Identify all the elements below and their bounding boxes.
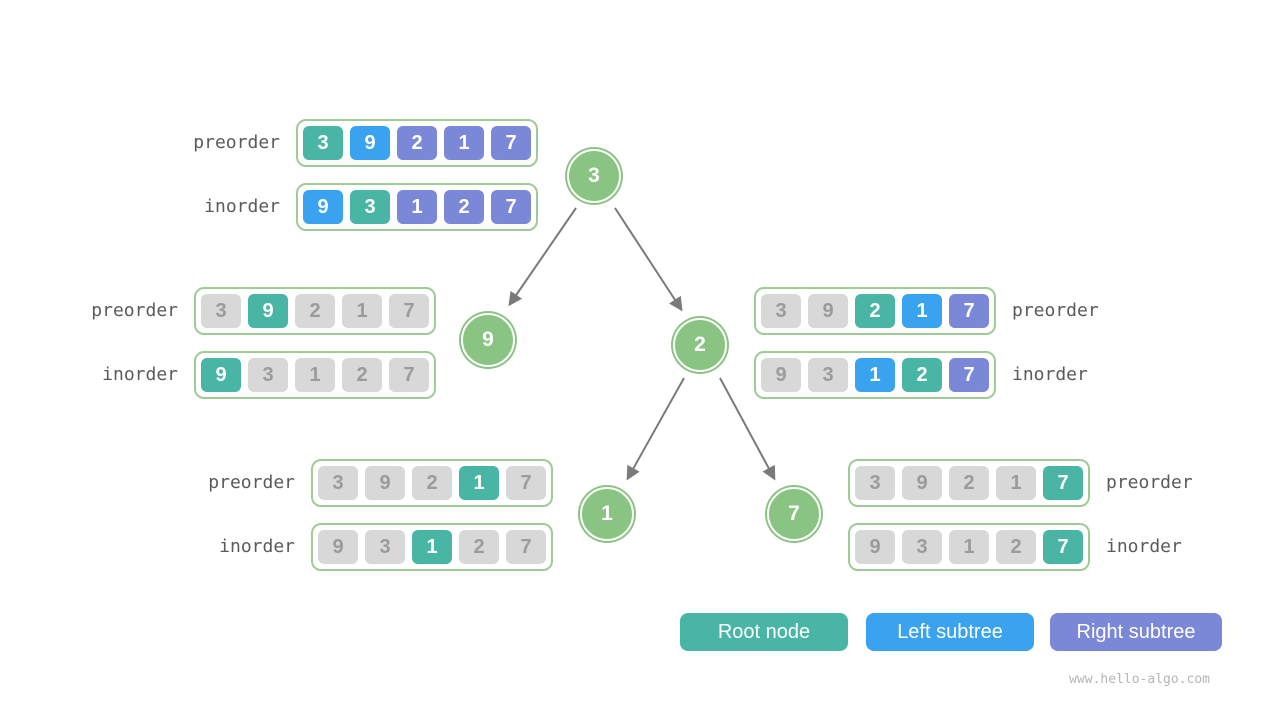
array-cell: 7 [1043,466,1083,500]
array-cell: 7 [389,294,429,328]
tree-node-3: 3 [567,149,621,203]
array-group-node7-inorder: 9 3 1 2 7 inorder [848,523,1182,571]
array-cell: 1 [397,190,437,224]
inorder-label: inorder [219,536,295,557]
array-cell: 7 [949,294,989,328]
array-cell: 1 [855,358,895,392]
inorder-array-node2: 9 3 1 2 7 [754,351,996,399]
array-cell: 2 [397,126,437,160]
array-cell: 9 [350,126,390,160]
preorder-label: preorder [1012,300,1099,321]
array-cell: 1 [342,294,382,328]
tree-node-1: 1 [580,487,634,541]
array-cell: 7 [1043,530,1083,564]
array-cell: 1 [412,530,452,564]
array-cell: 7 [491,190,531,224]
array-cell: 3 [808,358,848,392]
array-cell: 2 [949,466,989,500]
array-group-node1-preorder: preorder 3 9 2 1 7 [185,459,553,507]
preorder-label: preorder [193,132,280,153]
array-cell: 9 [201,358,241,392]
array-cell: 1 [295,358,335,392]
preorder-label: preorder [1106,472,1193,493]
array-cell: 9 [318,530,358,564]
array-cell: 3 [303,126,343,160]
array-cell: 9 [902,466,942,500]
array-cell: 9 [365,466,405,500]
inorder-label: inorder [1106,536,1182,557]
watermark: www.hello-algo.com [1069,672,1210,687]
array-cell: 9 [855,530,895,564]
array-cell: 3 [248,358,288,392]
array-cell: 3 [902,530,942,564]
array-cell: 1 [459,466,499,500]
array-cell: 3 [350,190,390,224]
array-cell: 7 [506,530,546,564]
preorder-label: preorder [91,300,178,321]
array-cell: 7 [389,358,429,392]
preorder-array-node2: 3 9 2 1 7 [754,287,996,335]
array-cell: 2 [295,294,335,328]
array-group-node7-preorder: 3 9 2 1 7 preorder [848,459,1193,507]
array-cell: 3 [201,294,241,328]
array-cell: 3 [365,530,405,564]
inorder-label: inorder [204,196,280,217]
preorder-array-node7: 3 9 2 1 7 [848,459,1090,507]
array-cell: 1 [444,126,484,160]
legend-left-subtree: Left subtree [866,613,1034,651]
tree-node-9: 9 [461,313,515,367]
array-cell: 9 [808,294,848,328]
tree-node-7: 7 [767,487,821,541]
inorder-array-node1: 9 3 1 2 7 [311,523,553,571]
array-cell: 1 [902,294,942,328]
array-cell: 2 [459,530,499,564]
array-cell: 9 [303,190,343,224]
array-cell: 2 [412,466,452,500]
array-group-node1-inorder: inorder 9 3 1 2 7 [185,523,553,571]
legend-root-node: Root node [680,613,848,651]
array-cell: 1 [949,530,989,564]
inorder-array-node7: 9 3 1 2 7 [848,523,1090,571]
array-cell: 2 [855,294,895,328]
array-cell: 3 [855,466,895,500]
preorder-array-root: 3 9 2 1 7 [296,119,538,167]
array-cell: 2 [996,530,1036,564]
preorder-array-node9: 3 9 2 1 7 [194,287,436,335]
tree-node-2: 2 [673,318,727,372]
array-cell: 2 [902,358,942,392]
array-cell: 9 [761,358,801,392]
array-cell: 9 [248,294,288,328]
array-cell: 3 [761,294,801,328]
array-cell: 7 [506,466,546,500]
legend-right-subtree: Right subtree [1050,613,1222,651]
array-group-node9-preorder: preorder 3 9 2 1 7 [68,287,436,335]
inorder-label: inorder [1012,364,1088,385]
array-group-node2-inorder: 9 3 1 2 7 inorder [754,351,1088,399]
array-cell: 2 [342,358,382,392]
preorder-array-node1: 3 9 2 1 7 [311,459,553,507]
inorder-array-node9: 9 3 1 2 7 [194,351,436,399]
array-cell: 7 [491,126,531,160]
array-cell: 3 [318,466,358,500]
array-cell: 2 [444,190,484,224]
array-group-root-preorder: preorder 3 9 2 1 7 [170,119,538,167]
inorder-label: inorder [102,364,178,385]
array-group-root-inorder: inorder 9 3 1 2 7 [170,183,538,231]
array-group-node2-preorder: 3 9 2 1 7 preorder [754,287,1099,335]
array-cell: 7 [949,358,989,392]
edge-2-to-1 [626,377,685,481]
array-group-node9-inorder: inorder 9 3 1 2 7 [68,351,436,399]
inorder-array-root: 9 3 1 2 7 [296,183,538,231]
preorder-label: preorder [208,472,295,493]
array-cell: 1 [996,466,1036,500]
edge-3-to-2 [614,207,683,312]
